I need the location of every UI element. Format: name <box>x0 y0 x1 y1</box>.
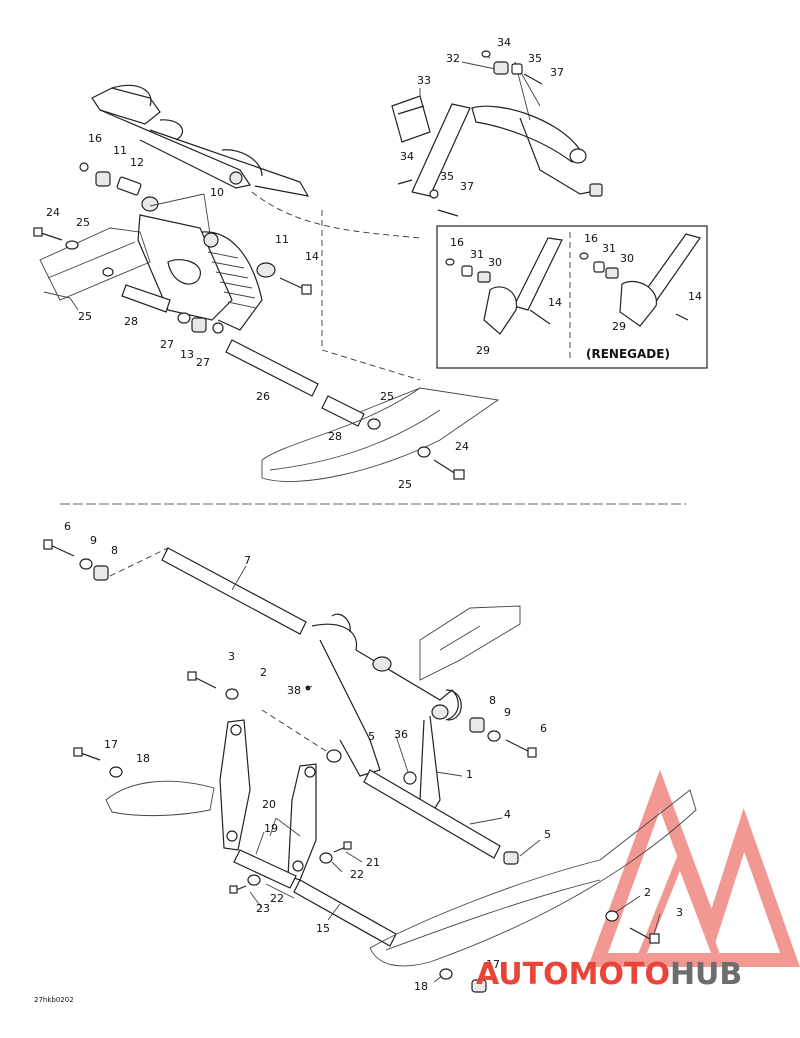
callout-38: 38 <box>287 684 301 697</box>
callout-34: 34 <box>497 36 511 49</box>
renegade-label: (RENEGADE) <box>586 347 670 361</box>
callout-14: 14 <box>688 290 702 303</box>
drawing-code: 27hkb0202 <box>34 996 74 1004</box>
callout-30: 30 <box>620 252 634 265</box>
callout-37: 37 <box>460 180 474 193</box>
watermark-text: AUTOMOTOHUB <box>476 957 742 992</box>
callout-9: 9 <box>90 534 97 547</box>
front-arm-assembly <box>43 539 697 993</box>
callout-7: 7 <box>244 554 251 567</box>
callout-21: 21 <box>366 856 380 869</box>
callout-8: 8 <box>111 544 118 557</box>
renegade-inset <box>436 225 708 369</box>
callout-24: 24 <box>46 206 60 219</box>
callout-23: 23 <box>256 902 270 915</box>
callout-18: 18 <box>136 752 150 765</box>
callout-3: 3 <box>228 650 235 663</box>
callout-24: 24 <box>455 440 469 453</box>
callout-35: 35 <box>440 170 454 183</box>
callout-8: 8 <box>489 694 496 707</box>
upper-arm-assembly <box>391 50 603 217</box>
callout-17: 17 <box>104 738 118 751</box>
callout-16: 16 <box>584 232 598 245</box>
callout-25: 25 <box>76 216 90 229</box>
callout-16: 16 <box>88 132 102 145</box>
callout-19: 19 <box>264 822 278 835</box>
callout-34: 34 <box>400 150 414 163</box>
callout-27: 27 <box>160 338 174 351</box>
callout-36: 36 <box>394 728 408 741</box>
callout-16: 16 <box>450 236 464 249</box>
callout-5: 5 <box>544 828 551 841</box>
callout-35: 35 <box>528 52 542 65</box>
callout-6: 6 <box>64 520 71 533</box>
callout-13: 13 <box>180 348 194 361</box>
callout-11: 11 <box>275 233 289 246</box>
callout-33: 33 <box>417 74 431 87</box>
callout-2: 2 <box>260 666 267 679</box>
callout-29: 29 <box>476 344 490 357</box>
callout-28: 28 <box>124 315 138 328</box>
callout-10: 10 <box>210 186 224 199</box>
callout-9: 9 <box>504 706 511 719</box>
callout-17: 17 <box>486 958 500 971</box>
callout-18: 18 <box>414 980 428 993</box>
callout-32: 32 <box>446 52 460 65</box>
callout-22: 22 <box>270 892 284 905</box>
callout-27: 27 <box>196 356 210 369</box>
rear-shock-assembly <box>33 53 541 482</box>
callout-5: 5 <box>368 730 375 743</box>
callout-2: 2 <box>644 886 651 899</box>
callout-1: 1 <box>466 768 473 781</box>
callout-29: 29 <box>612 320 626 333</box>
callout-25: 25 <box>380 390 394 403</box>
watermark-text-a: AUTOMOTO <box>476 957 670 992</box>
callout-4: 4 <box>504 808 511 821</box>
callout-30: 30 <box>488 256 502 269</box>
callout-labels: 34 32 35 37 33 34 35 37 16 11 12 10 24 2… <box>34 36 702 1004</box>
callout-11: 11 <box>113 144 127 157</box>
callout-31: 31 <box>470 248 484 261</box>
callout-28: 28 <box>328 430 342 443</box>
callout-31: 31 <box>602 242 616 255</box>
callout-12: 12 <box>130 156 144 169</box>
callout-14: 14 <box>548 296 562 309</box>
callout-37: 37 <box>550 66 564 79</box>
watermark-text-b: HUB <box>670 957 742 992</box>
callout-3: 3 <box>676 906 683 919</box>
callout-26: 26 <box>256 390 270 403</box>
callout-25: 25 <box>398 478 412 491</box>
callout-15: 15 <box>316 922 330 935</box>
watermark-logo <box>587 769 800 967</box>
callout-22: 22 <box>350 868 364 881</box>
callout-6: 6 <box>540 722 547 735</box>
callout-25: 25 <box>78 310 92 323</box>
callout-20: 20 <box>262 798 276 811</box>
callout-14: 14 <box>305 250 319 263</box>
